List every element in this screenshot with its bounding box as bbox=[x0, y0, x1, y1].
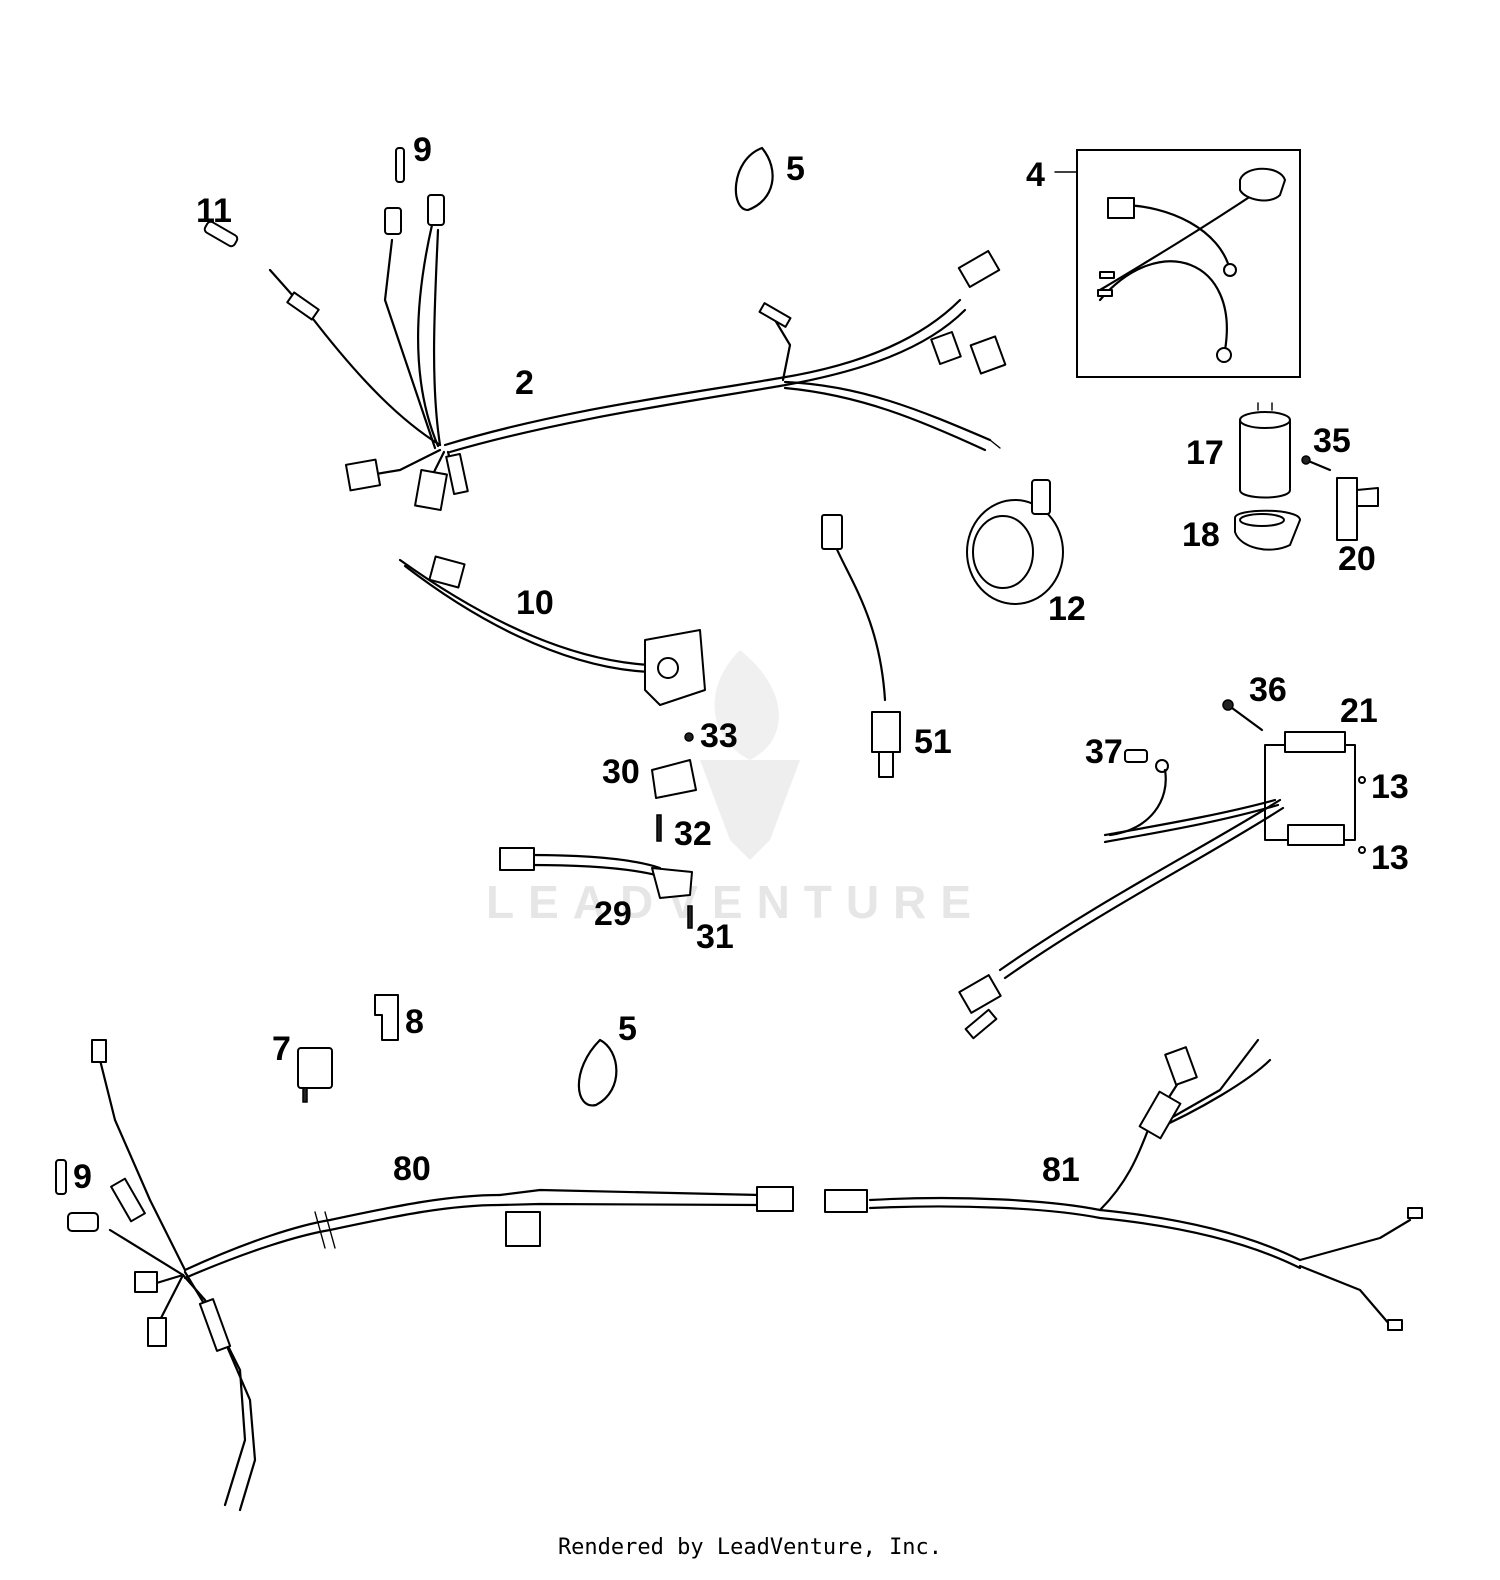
callout-21: 21 bbox=[1340, 692, 1378, 730]
voltage-regulator bbox=[958, 699, 1366, 1040]
bracket-20 bbox=[1336, 477, 1379, 541]
callout-13: 13 bbox=[1371, 768, 1409, 806]
leadventure-watermark: LEADVENTURE bbox=[486, 650, 985, 928]
bracket-8 bbox=[374, 994, 399, 1041]
fuse-lower bbox=[55, 1159, 67, 1195]
callout-4: 4 bbox=[1026, 156, 1045, 194]
part-callouts: 2 4 5 5 7 8 9 9 10 11 12 13 13 17 18 20 … bbox=[73, 131, 1409, 1196]
callout-51: 51 bbox=[914, 723, 952, 761]
main-wiring-harness bbox=[268, 194, 1007, 511]
capacitor bbox=[1239, 402, 1291, 499]
front-wiring-harness bbox=[824, 1038, 1423, 1331]
cable-tie-upper bbox=[734, 146, 774, 212]
rear-wiring-harness bbox=[67, 1039, 794, 1512]
sub-harness-kit bbox=[1054, 149, 1301, 378]
callout-8: 8 bbox=[405, 1003, 424, 1041]
callout-7: 7 bbox=[272, 1030, 291, 1068]
callout-13: 13 bbox=[1371, 839, 1409, 877]
callout-81: 81 bbox=[1042, 1151, 1080, 1189]
callout-31: 31 bbox=[696, 918, 734, 956]
callout-36: 36 bbox=[1249, 671, 1287, 709]
callout-9: 9 bbox=[73, 1158, 92, 1196]
callout-17: 17 bbox=[1186, 434, 1224, 472]
watermark-text: LEADVENTURE bbox=[486, 876, 985, 928]
fuse-upper bbox=[395, 147, 405, 183]
callout-5: 5 bbox=[618, 1010, 637, 1048]
callout-10: 10 bbox=[516, 584, 554, 622]
relay bbox=[297, 1047, 333, 1103]
callout-9: 9 bbox=[413, 131, 432, 169]
callout-2: 2 bbox=[515, 364, 534, 402]
screw-35 bbox=[1301, 455, 1332, 472]
callout-5: 5 bbox=[786, 150, 805, 188]
oil-pressure-switch bbox=[821, 514, 901, 778]
callout-20: 20 bbox=[1338, 540, 1376, 578]
callout-30: 30 bbox=[602, 753, 640, 791]
callout-32: 32 bbox=[674, 815, 712, 853]
callout-80: 80 bbox=[393, 1150, 431, 1188]
callout-35: 35 bbox=[1313, 422, 1351, 460]
capacitor-ring bbox=[1234, 509, 1301, 551]
callout-37: 37 bbox=[1085, 733, 1123, 771]
handlebar-switch bbox=[398, 555, 706, 706]
bulb-socket-11 bbox=[203, 220, 239, 248]
horn bbox=[966, 479, 1064, 605]
sensor-assembly bbox=[499, 732, 697, 929]
callout-33: 33 bbox=[700, 717, 738, 755]
render-credit: Rendered by LeadVenture, Inc. bbox=[557, 1535, 943, 1560]
cable-tie-lower bbox=[577, 1038, 618, 1107]
callout-12: 12 bbox=[1048, 590, 1086, 628]
callout-11: 11 bbox=[196, 192, 232, 230]
callout-29: 29 bbox=[594, 895, 632, 933]
callout-18: 18 bbox=[1182, 516, 1220, 554]
